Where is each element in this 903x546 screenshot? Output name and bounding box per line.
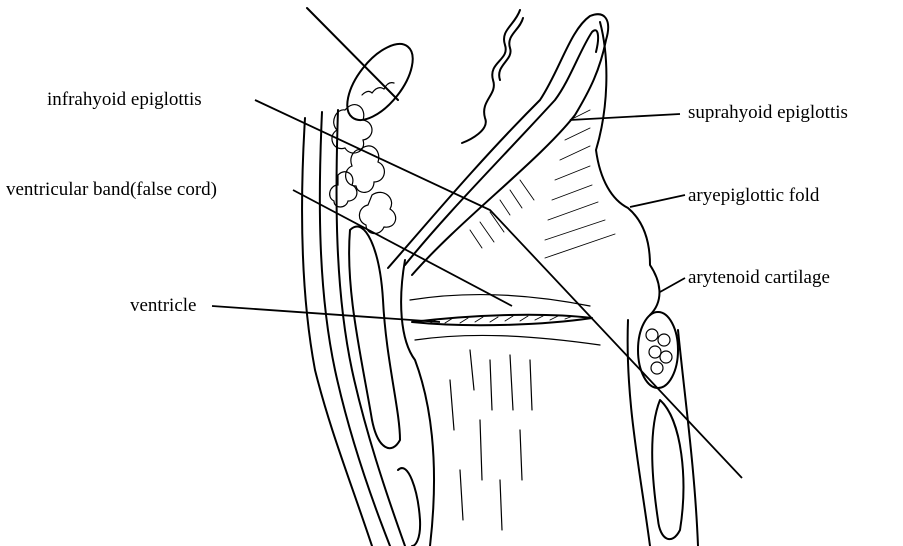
hyoid-texture [362, 83, 394, 95]
interior-striations [450, 350, 532, 530]
posterior-wall-inner [678, 330, 698, 546]
label-arytenoid-cartilage: arytenoid cartilage [688, 268, 830, 287]
aryepiglottic-contour [596, 22, 659, 315]
mucosa-hatching [470, 110, 615, 258]
leader-infrahyoid [255, 100, 742, 478]
tongue-inner [499, 18, 523, 80]
leader-aryepiglottic [630, 195, 685, 207]
anterior-wall-3 [336, 110, 405, 546]
label-infrahyoid-epiglottis: infrahyoid epiglottis [47, 90, 202, 109]
tongue-contour [462, 10, 520, 143]
thyroid-cartilage [349, 226, 400, 448]
arytenoid-cartilage [638, 312, 678, 388]
leader-arytenoid [660, 278, 685, 292]
label-suprahyoid-epiglottis: suprahyoid epiglottis [688, 103, 848, 122]
label-aryepiglottic-fold: aryepiglottic fold [688, 186, 819, 205]
leader-suprahyoid [570, 114, 680, 120]
epiglottis-outer [388, 14, 608, 275]
label-ventricle: ventricle [130, 296, 196, 315]
posterior-muscle [652, 400, 683, 539]
anterior-wall-2 [320, 112, 390, 546]
arytenoid-cells [646, 329, 672, 374]
vocal-fold-edge [415, 335, 600, 345]
label-ventricular-band: ventricular band(false cord) [6, 180, 217, 199]
ventricle-slit [412, 315, 592, 325]
